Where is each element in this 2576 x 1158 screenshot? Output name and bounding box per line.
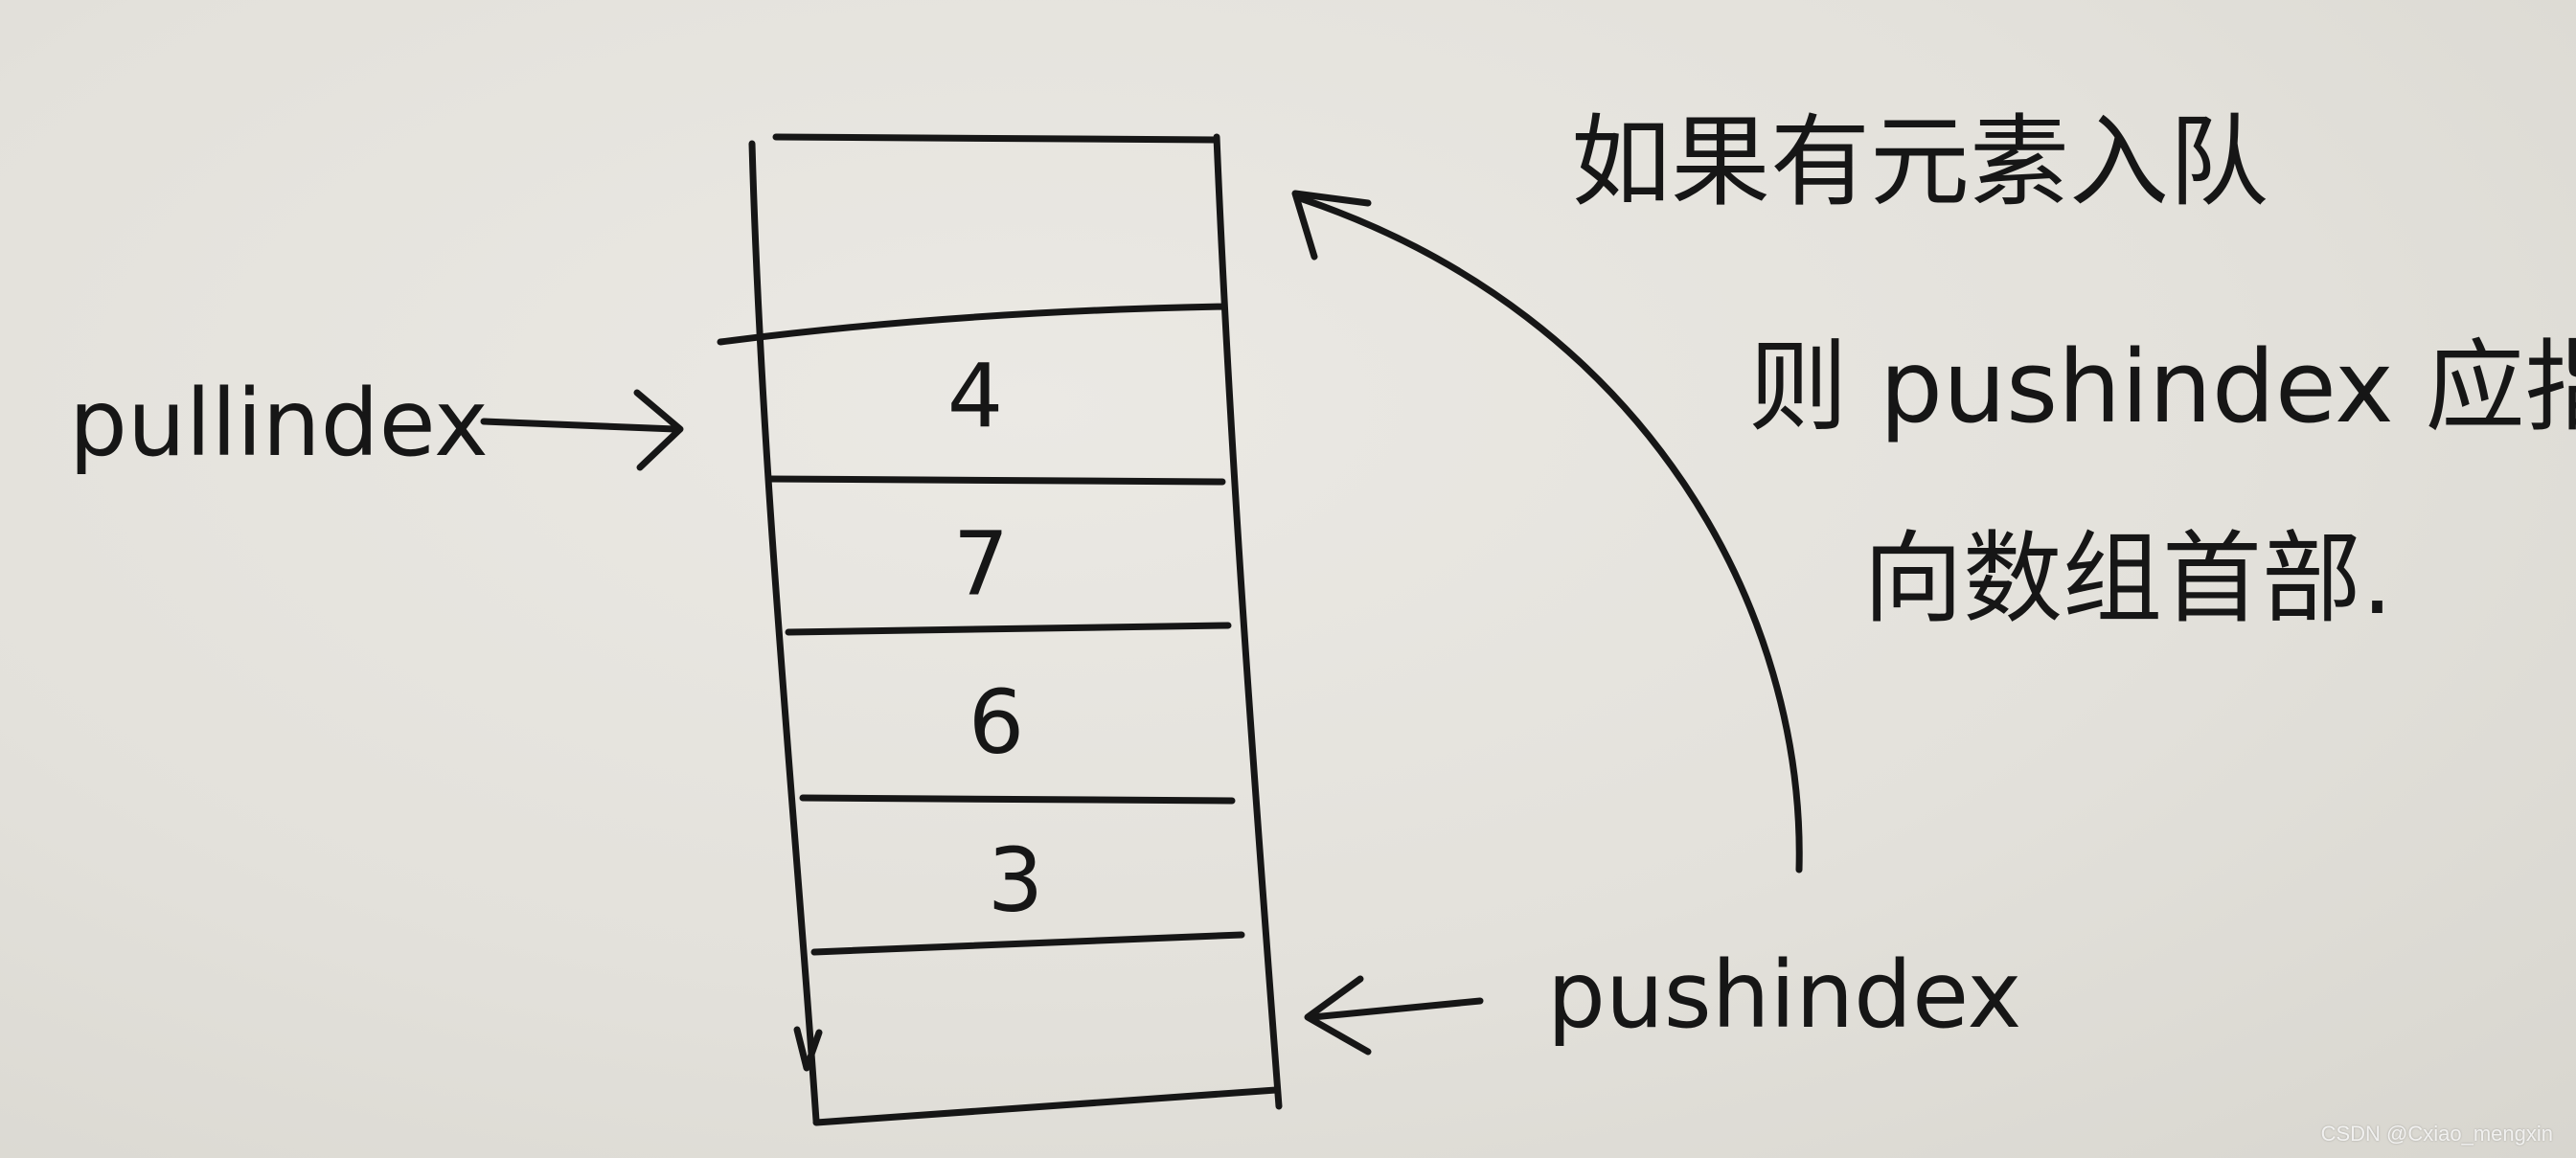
array-right-edge xyxy=(1217,137,1279,1106)
array-divider-2 xyxy=(769,479,1222,482)
cell-value-2: 7 xyxy=(953,512,1010,615)
push-index-arrow-shaft xyxy=(1312,1001,1480,1017)
pull-index-label: pullindex xyxy=(69,370,489,477)
array-divider-5 xyxy=(814,935,1242,952)
note-line-3: 向数组首部. xyxy=(1863,520,2393,637)
array-bottom-edge xyxy=(816,1090,1276,1123)
array-top-edge xyxy=(776,137,1217,140)
array-box xyxy=(720,137,1279,1123)
cell-value-1: 4 xyxy=(947,345,1004,447)
array-divider-1 xyxy=(720,307,1224,342)
push-index-pointer: pushindex xyxy=(1308,942,2021,1052)
cell-value-4: 3 xyxy=(988,829,1044,931)
array-cells: 4 7 6 3 xyxy=(947,345,1044,931)
pull-index-pointer: pullindex xyxy=(69,370,680,477)
array-divider-3 xyxy=(788,625,1228,632)
note-line-2: 则 pushindex 应指 xyxy=(1748,329,2576,445)
watermark-text: CSDN @Cxiao_mengxin xyxy=(2321,1122,2553,1147)
pull-index-arrow-shaft xyxy=(484,421,675,429)
array-divider-4 xyxy=(803,798,1232,801)
wrap-around-curve xyxy=(1303,199,1799,870)
handwritten-note: 如果有元素入队 则 pushindex 应指 向数组首部. xyxy=(1571,103,2576,637)
cell-value-3: 6 xyxy=(969,670,1025,773)
push-index-label: pushindex xyxy=(1547,942,2021,1049)
note-line-1: 如果有元素入队 xyxy=(1571,103,2268,220)
wrap-around-arrow xyxy=(1295,193,1799,870)
